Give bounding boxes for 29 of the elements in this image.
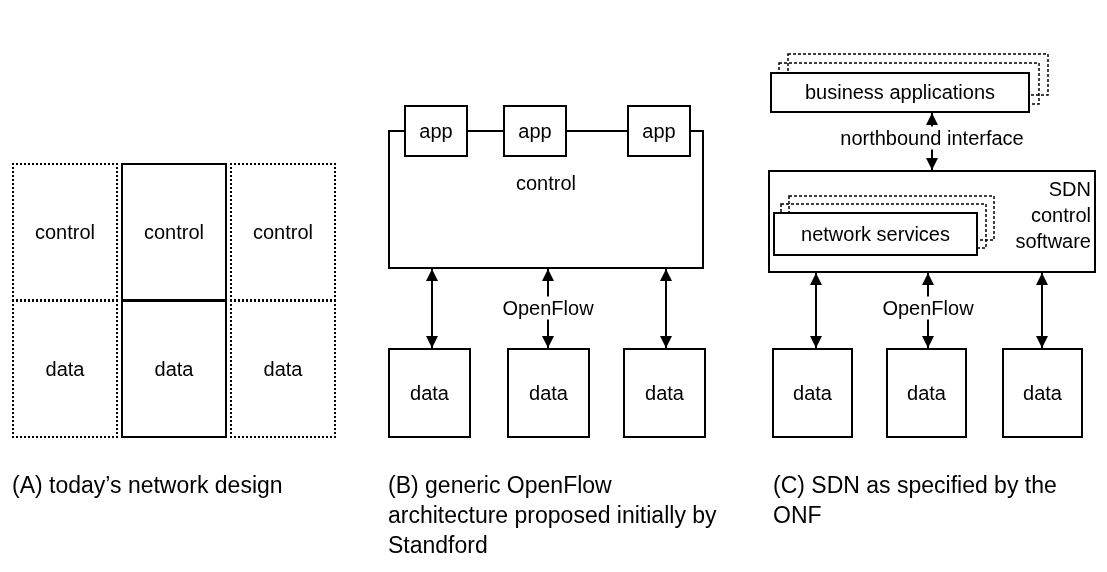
process-box: network services xyxy=(773,212,978,256)
process-box: data xyxy=(507,348,590,438)
process-box: app xyxy=(503,105,567,157)
edge-label: OpenFlow xyxy=(880,296,976,320)
process-box: data xyxy=(886,348,967,438)
process-box: data xyxy=(121,300,227,438)
edge-label: OpenFlow xyxy=(500,296,596,320)
process-box: control xyxy=(230,163,336,301)
process-box: data xyxy=(12,300,118,438)
process-box: data xyxy=(772,348,853,438)
caption: (B) generic OpenFlow architecture proposed initially by Standford xyxy=(388,471,718,560)
process-box: data xyxy=(623,348,706,438)
process-box: data xyxy=(230,300,336,438)
process-box: data xyxy=(1002,348,1083,438)
process-box xyxy=(768,170,1096,273)
edge-label: northbound interface xyxy=(838,126,1026,150)
process-box: business applications xyxy=(770,72,1030,113)
process-box: app xyxy=(404,105,468,157)
process-box: control xyxy=(12,163,118,301)
process-box: data xyxy=(388,348,471,438)
double-arrow xyxy=(1036,272,1048,349)
double-arrow xyxy=(660,268,672,349)
process-box: control xyxy=(121,163,227,301)
double-arrow xyxy=(426,268,438,349)
caption: (C) SDN as specified by the ONF xyxy=(773,471,1058,530)
double-arrow xyxy=(810,272,822,349)
box-title: SDN control software xyxy=(1014,177,1091,254)
process-box: app xyxy=(627,105,691,157)
caption: (A) today’s network design xyxy=(12,471,284,500)
